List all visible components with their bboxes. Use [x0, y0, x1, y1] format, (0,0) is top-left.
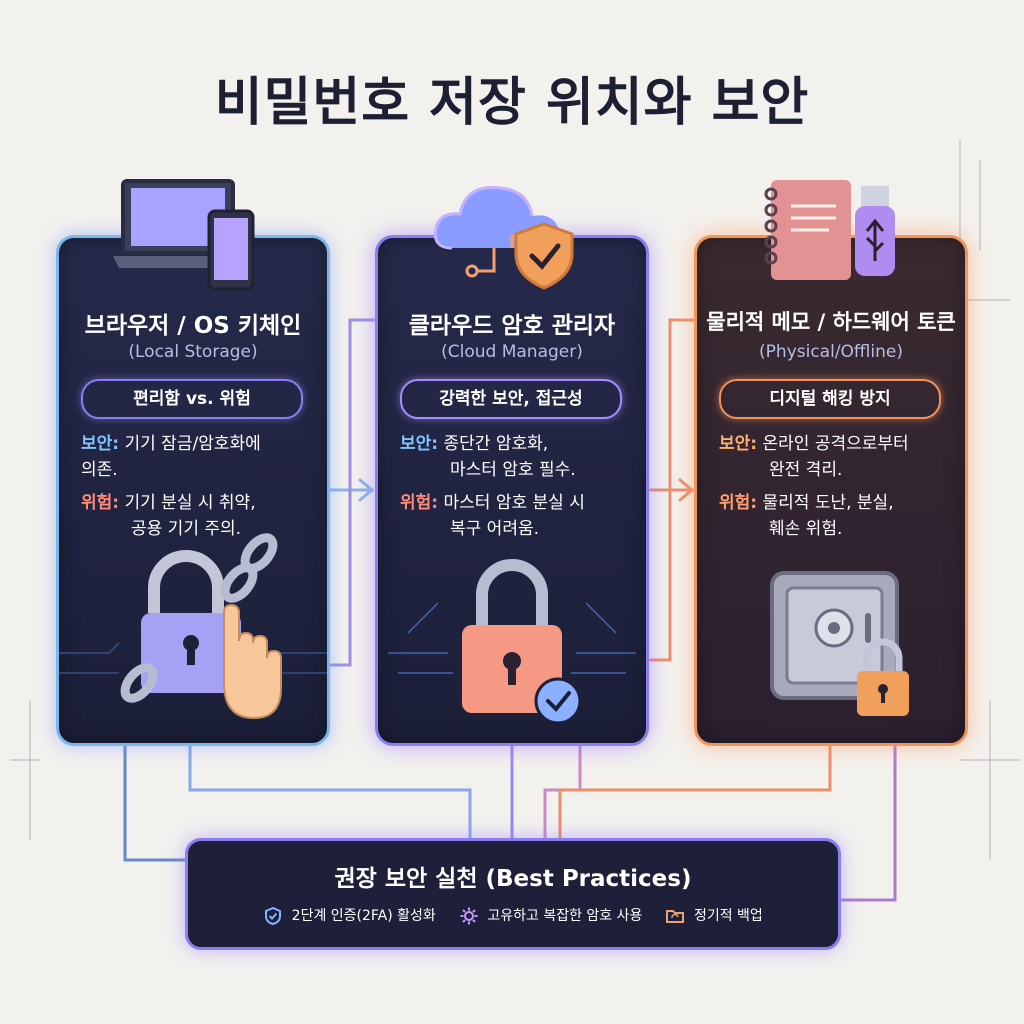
practice-unique-password: 고유하고 복잡한 암호 사용	[459, 905, 642, 926]
safe-illustration	[770, 571, 909, 716]
security-line-2: 의존.	[81, 460, 118, 480]
risk-line-1: 기기 분실 시 취약,	[124, 493, 256, 513]
security-label: 보안:	[81, 434, 120, 454]
security-text: 보안: 종단간 암호화, 마스터 암호 필수.	[400, 431, 630, 483]
risk-text: 위험: 물리적 도난, 분실, 훼손 위험.	[719, 490, 949, 542]
card-tagline: 디지털 해킹 방지	[719, 379, 941, 419]
usb-token-icon	[855, 186, 895, 276]
security-line-1: 기기 잠금/암호화에	[124, 434, 261, 454]
notebook-usb-illustration	[697, 176, 965, 326]
risk-text: 위험: 마스터 암호 분실 시 복구 어려움.	[400, 490, 630, 542]
risk-line-1: 마스터 암호 분실 시	[443, 493, 585, 513]
security-label: 보안:	[400, 434, 439, 454]
padlock-illustration	[388, 559, 636, 725]
broken-chain-lock-illustration	[59, 533, 327, 720]
shield-icon	[265, 906, 282, 926]
risk-line-2: 훼손 위험.	[769, 519, 843, 539]
risk-label: 위험:	[400, 493, 439, 513]
card-physical-offline: 물리적 메모 / 하드웨어 토큰 (Physical/Offline) 디지털 …	[694, 180, 968, 746]
risk-label: 위험:	[81, 493, 120, 513]
card-local-storage: 브라우저 / OS 키체인 (Local Storage) 편리함 vs. 위험…	[56, 179, 330, 746]
gear-icon	[460, 907, 478, 925]
security-line-1: 온라인 공격으로부터	[762, 434, 909, 454]
best-practices-panel: 권장 보안 실천 (Best Practices) 2단계 인증(2FA) 활성…	[185, 838, 841, 950]
page-title: 비밀번호 저장 위치와 보안	[214, 73, 810, 133]
smartphone-icon	[207, 209, 255, 291]
card-subtitle: (Local Storage)	[128, 342, 258, 362]
card-title: 브라우저 / OS 키체인	[84, 313, 302, 339]
risk-line-2: 공용 기기 주의.	[131, 519, 242, 539]
risk-line-1: 물리적 도난, 분실,	[762, 493, 894, 513]
security-text: 보안: 온라인 공격으로부터 완전 격리.	[719, 431, 949, 483]
card-cloud-manager: 클라우드 암호 관리자 (Cloud Manager) 강력한 보안, 접근성 …	[375, 186, 649, 746]
shield-check-icon	[514, 222, 574, 290]
practice-label: 고유하고 복잡한 암호 사용	[487, 908, 643, 924]
card-subtitle: (Cloud Manager)	[441, 342, 583, 362]
cloud-illustration	[378, 176, 646, 326]
best-practices-list: 2단계 인증(2FA) 활성화 고유하고 복잡한 암호 사용 정기적 백업	[188, 905, 838, 926]
padlock-icon	[857, 638, 909, 716]
security-line-2: 마스터 암호 필수.	[450, 460, 576, 480]
card-title: 클라우드 암호 관리자	[408, 313, 616, 339]
check-circle-icon	[534, 677, 582, 725]
security-line-2: 완전 격리.	[769, 460, 843, 480]
practice-label: 2단계 인증(2FA) 활성화	[291, 908, 436, 924]
security-line-1: 종단간 암호화,	[443, 434, 549, 454]
best-practices-title: 권장 보안 실천 (Best Practices)	[334, 866, 692, 892]
broken-chain-lock-icon	[120, 533, 278, 703]
device-illustration	[59, 176, 327, 326]
practice-backup: 정기적 백업	[665, 905, 763, 926]
risk-line-2: 복구 어려움.	[450, 519, 540, 539]
practice-2fa: 2단계 인증(2FA) 활성화	[263, 905, 436, 926]
card-subtitle: (Physical/Offline)	[759, 342, 903, 362]
card-tagline: 편리함 vs. 위험	[81, 379, 303, 419]
risk-text: 위험: 기기 분실 시 취약, 공용 기기 주의.	[81, 490, 311, 542]
card-title: 물리적 메모 / 하드웨어 토큰	[706, 310, 956, 334]
security-text: 보안: 기기 잠금/암호화에 의존.	[81, 431, 311, 483]
security-label: 보안:	[719, 434, 758, 454]
practice-label: 정기적 백업	[693, 908, 763, 924]
folder-sync-icon	[666, 910, 685, 923]
card-tagline: 강력한 보안, 접근성	[400, 379, 622, 419]
risk-label: 위험:	[719, 493, 758, 513]
notebook-icon	[764, 180, 851, 280]
hand-icon	[223, 603, 282, 720]
